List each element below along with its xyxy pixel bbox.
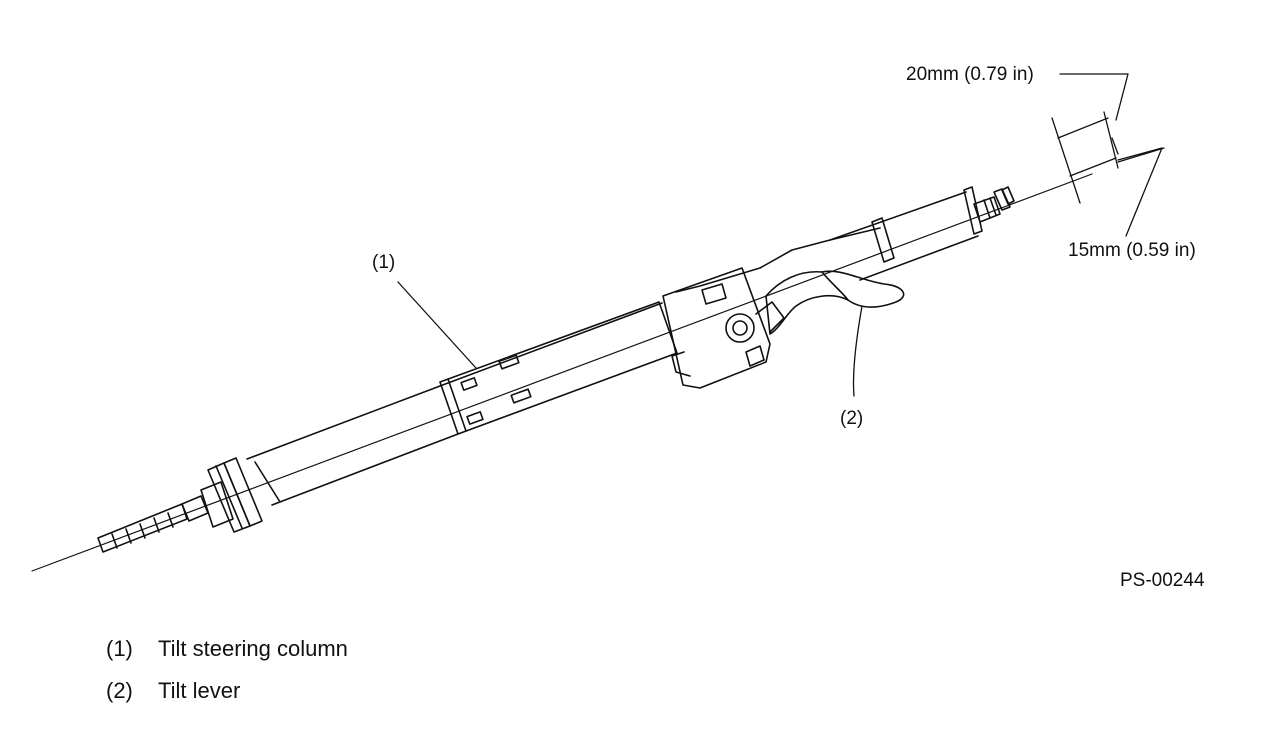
dimension-lines bbox=[1051, 73, 1165, 237]
leader-line-2 bbox=[852, 305, 863, 397]
callout-2-label: (2) bbox=[840, 408, 863, 429]
legend-item-number: (1) bbox=[106, 636, 133, 661]
lower-boot bbox=[200, 457, 263, 533]
lower-spline-shaft bbox=[97, 495, 209, 553]
legend-item-number: (2) bbox=[106, 678, 133, 703]
upper-column-tube bbox=[829, 186, 983, 281]
legend-item: (1) Tilt steering column bbox=[106, 628, 348, 670]
figure-id-label: PS-00244 bbox=[1120, 570, 1205, 591]
column-tube bbox=[246, 385, 459, 506]
upper-threaded-shaft bbox=[973, 186, 1015, 223]
callout-1-label: (1) bbox=[372, 252, 395, 273]
dimension-top-label: 20mm (0.79 in) bbox=[906, 64, 1034, 85]
dimension-bottom-label: 15mm (0.59 in) bbox=[1068, 240, 1196, 261]
clamp-sleeve bbox=[439, 301, 678, 435]
tilt-bracket bbox=[662, 227, 881, 389]
tilt-lever bbox=[765, 270, 905, 335]
leader-line-1 bbox=[397, 281, 477, 369]
legend-item-text: Tilt steering column bbox=[158, 636, 348, 661]
legend-item: (2) Tilt lever bbox=[106, 670, 348, 712]
centre-line bbox=[31, 173, 1093, 572]
legend: (1) Tilt steering column (2) Tilt lever bbox=[106, 628, 348, 712]
legend-item-text: Tilt lever bbox=[158, 678, 241, 703]
